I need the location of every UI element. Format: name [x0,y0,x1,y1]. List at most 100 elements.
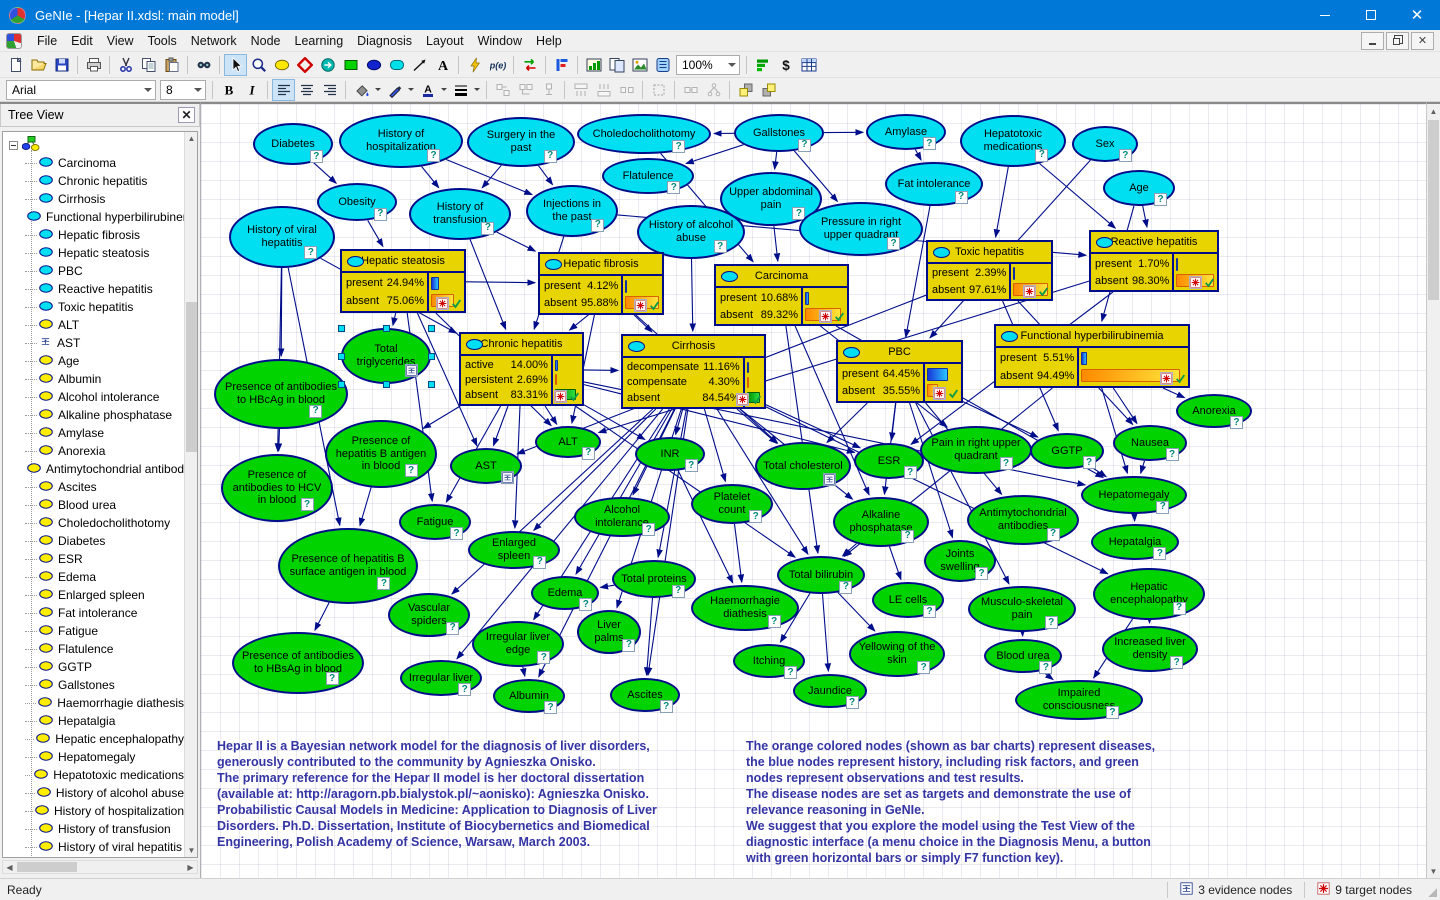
observation-node-hbsag-ab[interactable]: Presence of antibodies to HBsAg in blood… [232,632,364,694]
copy-button[interactable] [137,54,160,76]
tree-vertical-scrollbar[interactable]: ▲ ▼ [184,132,197,857]
scroll-right-arrow[interactable]: ▶ [187,862,194,872]
observation-node-total-trigl[interactable]: Total triglycerides [341,328,431,384]
tree-item-flatulence[interactable]: Flatulence [3,640,184,658]
resize-grip[interactable] [1424,879,1440,900]
tree-item-hepatic-fibrosis[interactable]: Hepatic fibrosis [3,226,184,244]
mdi-restore-button[interactable] [1386,31,1409,50]
dropdown-caret[interactable] [439,79,449,101]
tree-item-hepatomegaly[interactable]: Hepatomegaly [3,748,184,766]
tree-item-ggtp[interactable]: GGTP [3,658,184,676]
print-button[interactable] [82,54,105,76]
copydoc-button[interactable] [605,54,628,76]
selection-handle[interactable] [338,381,345,388]
tree-item-ascites[interactable]: Ascites [3,478,184,496]
mdi-minimize-button[interactable] [1361,31,1384,50]
selection-handle[interactable] [428,381,435,388]
observation-node-hepatomegaly[interactable]: Hepatomegaly? [1081,476,1187,514]
risk-node-fat-intol[interactable]: Fat intolerance? [885,162,983,206]
chevron-down-icon[interactable] [190,81,205,99]
tree-item-blood-urea[interactable]: Blood urea [3,496,184,514]
zoom-combobox[interactable]: 100% [676,54,740,75]
tree-item-enlarged-spleen[interactable]: Enlarged spleen [3,586,184,604]
tree-item-age[interactable]: Age [3,352,184,370]
tree-close-button[interactable]: ✕ [178,107,195,123]
tree-item-hepatotoxic-medications[interactable]: Hepatotoxic medications [3,766,184,784]
dropdown-caret[interactable] [406,79,416,101]
ell_y-button[interactable] [270,54,293,76]
alignC-button[interactable] [295,79,318,101]
observation-node-alc-intol[interactable]: Alcohol intolerance? [574,497,670,537]
tree-item-carcinoma[interactable]: Carcinoma [3,154,184,172]
observation-node-hepatalgia[interactable]: Hepatalgia? [1091,524,1179,561]
selection-handle[interactable] [383,381,390,388]
risk-node-hist-transf[interactable]: History of transfusion? [409,188,511,240]
open-button[interactable] [27,54,50,76]
tree-item-hepatic-encephalopathy[interactable]: Hepatic encephalopathy [3,730,184,748]
observation-node-jaundice[interactable]: Jaundice? [793,674,867,710]
observation-node-liver-palms[interactable]: Liver palms? [577,610,641,654]
chartnode-button[interactable] [582,54,605,76]
risk-node-hist-alcohol[interactable]: History of alcohol abuse? [637,205,745,259]
scroll-down-arrow[interactable]: ▼ [187,846,196,855]
menu-view[interactable]: View [106,33,134,48]
exportimg-button[interactable] [628,54,651,76]
testview-button[interactable] [751,54,774,76]
tree-item-albumin[interactable]: Albumin [3,370,184,388]
tree-item-hepatic-steatosis[interactable]: Hepatic steatosis [3,244,184,262]
font-size-combobox[interactable]: 8 [160,79,206,100]
risk-node-hepatotoxic[interactable]: Hepatotoxic medications? [960,115,1066,167]
subm-button[interactable] [316,54,339,76]
g7-button[interactable] [679,79,702,101]
observation-node-nausea[interactable]: Nausea? [1113,425,1187,462]
observation-node-impaired[interactable]: Impaired consciousness? [1015,680,1143,720]
g8-button[interactable] [702,79,725,101]
grid-button[interactable] [647,79,670,101]
tree-item-choledocholithotomy[interactable]: Choledocholithotomy [3,514,184,532]
scroll-up-arrow[interactable]: ▲ [187,134,196,143]
menu-edit[interactable]: Edit [71,33,93,48]
swap-button[interactable] [518,54,541,76]
rect_g-button[interactable] [339,54,362,76]
observation-node-pain-ruq[interactable]: Pain in right upper quadrant? [920,426,1032,474]
select-button[interactable] [224,53,247,76]
observation-node-enl-spleen[interactable]: Enlarged spleen? [468,531,560,569]
observation-node-irr-liver[interactable]: Irregular liver? [400,660,482,697]
collapse-toggle[interactable] [9,140,18,150]
back-button[interactable] [757,79,780,101]
tree-item-anorexia[interactable]: Anorexia [3,442,184,460]
observation-node-joints[interactable]: Joints swelling? [924,540,996,582]
tree-item-history-of-viral-hepatitis[interactable]: History of viral hepatitis [3,838,184,856]
observation-node-fatigue[interactable]: Fatigue? [399,504,471,541]
menu-help[interactable]: Help [536,33,562,48]
scroll-thumb[interactable] [17,862,77,872]
observation-node-musculo[interactable]: Musculo-skeletal pain? [968,586,1076,632]
fontcolor-button[interactable]: A [416,79,439,101]
alignR-button[interactable] [318,79,341,101]
tree-item-diabetes[interactable]: Diabetes [3,532,184,550]
paste-button[interactable] [160,54,183,76]
menu-learning[interactable]: Learning [294,33,344,48]
tree-item-esr[interactable]: ESR [3,550,184,568]
tree-item-fat-intolerance[interactable]: Fat intolerance [3,604,184,622]
save-button[interactable] [50,54,73,76]
close-button[interactable]: ✕ [1410,7,1424,24]
risk-node-flatulence[interactable]: Flatulence? [602,158,694,195]
observation-node-edema[interactable]: Edema? [531,576,599,612]
risk-node-choledo[interactable]: Choledocholithotomy? [577,114,711,154]
observation-node-le-cells[interactable]: LE cells? [872,582,944,619]
table-button[interactable] [797,54,820,76]
menu-file[interactable]: File [37,33,58,48]
g2-button[interactable] [514,79,537,101]
observation-node-alt[interactable]: ALT? [535,426,601,460]
risk-node-hist-viral[interactable]: History of viral hepatitis? [229,206,335,268]
tree-item-history-of-hospitalization[interactable]: History of hospitalization [3,802,184,820]
tree-item-inr[interactable]: INR [3,856,184,857]
dia_r-button[interactable] [293,54,316,76]
tree-item-alkaline-phosphatase[interactable]: Alkaline phosphatase [3,406,184,424]
